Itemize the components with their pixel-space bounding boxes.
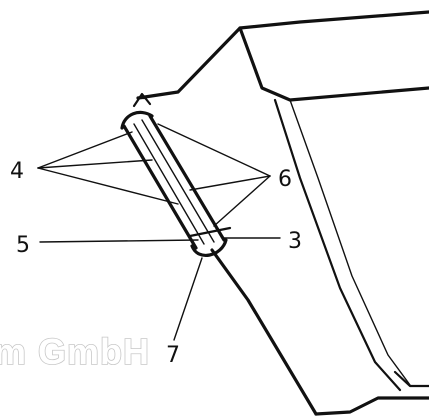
leader-6-c xyxy=(213,175,271,227)
leader-4-a xyxy=(37,131,133,169)
callout-7: 7 xyxy=(166,343,180,368)
cylinder-bottom-cap xyxy=(190,238,228,257)
callout-5: 5 xyxy=(16,233,30,258)
housing-inner-face-line xyxy=(289,99,411,386)
housing-top-edge xyxy=(136,10,429,100)
housing-bottom-foot xyxy=(314,396,429,416)
cylinder-left-wall xyxy=(122,124,198,250)
leader-4-c xyxy=(37,167,179,205)
watermark-text: m GmbH xyxy=(0,331,150,372)
cylinder-assembly xyxy=(120,92,232,257)
leader-7 xyxy=(173,257,203,341)
cylinder-inner-line-a xyxy=(133,123,205,245)
leader-6-a xyxy=(157,123,271,177)
housing-lower-edge xyxy=(210,248,318,416)
cylinder-top-knob xyxy=(132,92,152,108)
housing-outline xyxy=(136,10,429,416)
callout-6: 6 xyxy=(278,167,292,192)
callout-labels: 4 6 5 3 7 xyxy=(10,159,302,368)
leader-5 xyxy=(39,239,199,243)
leader-4-b xyxy=(37,159,153,169)
cylinder-right-wall xyxy=(148,114,226,242)
cylinder-bottom-ring xyxy=(188,226,232,238)
cylinder-top-cap xyxy=(120,110,154,130)
cylinder-inner-line-b xyxy=(141,119,215,243)
callout-4: 4 xyxy=(10,159,24,184)
leader-lines xyxy=(37,123,281,341)
leader-6-b xyxy=(189,175,271,191)
callout-3: 3 xyxy=(288,229,302,254)
housing-bottom-step xyxy=(393,370,429,388)
housing-front-edge xyxy=(273,98,402,392)
housing-inner-crease xyxy=(238,26,429,102)
